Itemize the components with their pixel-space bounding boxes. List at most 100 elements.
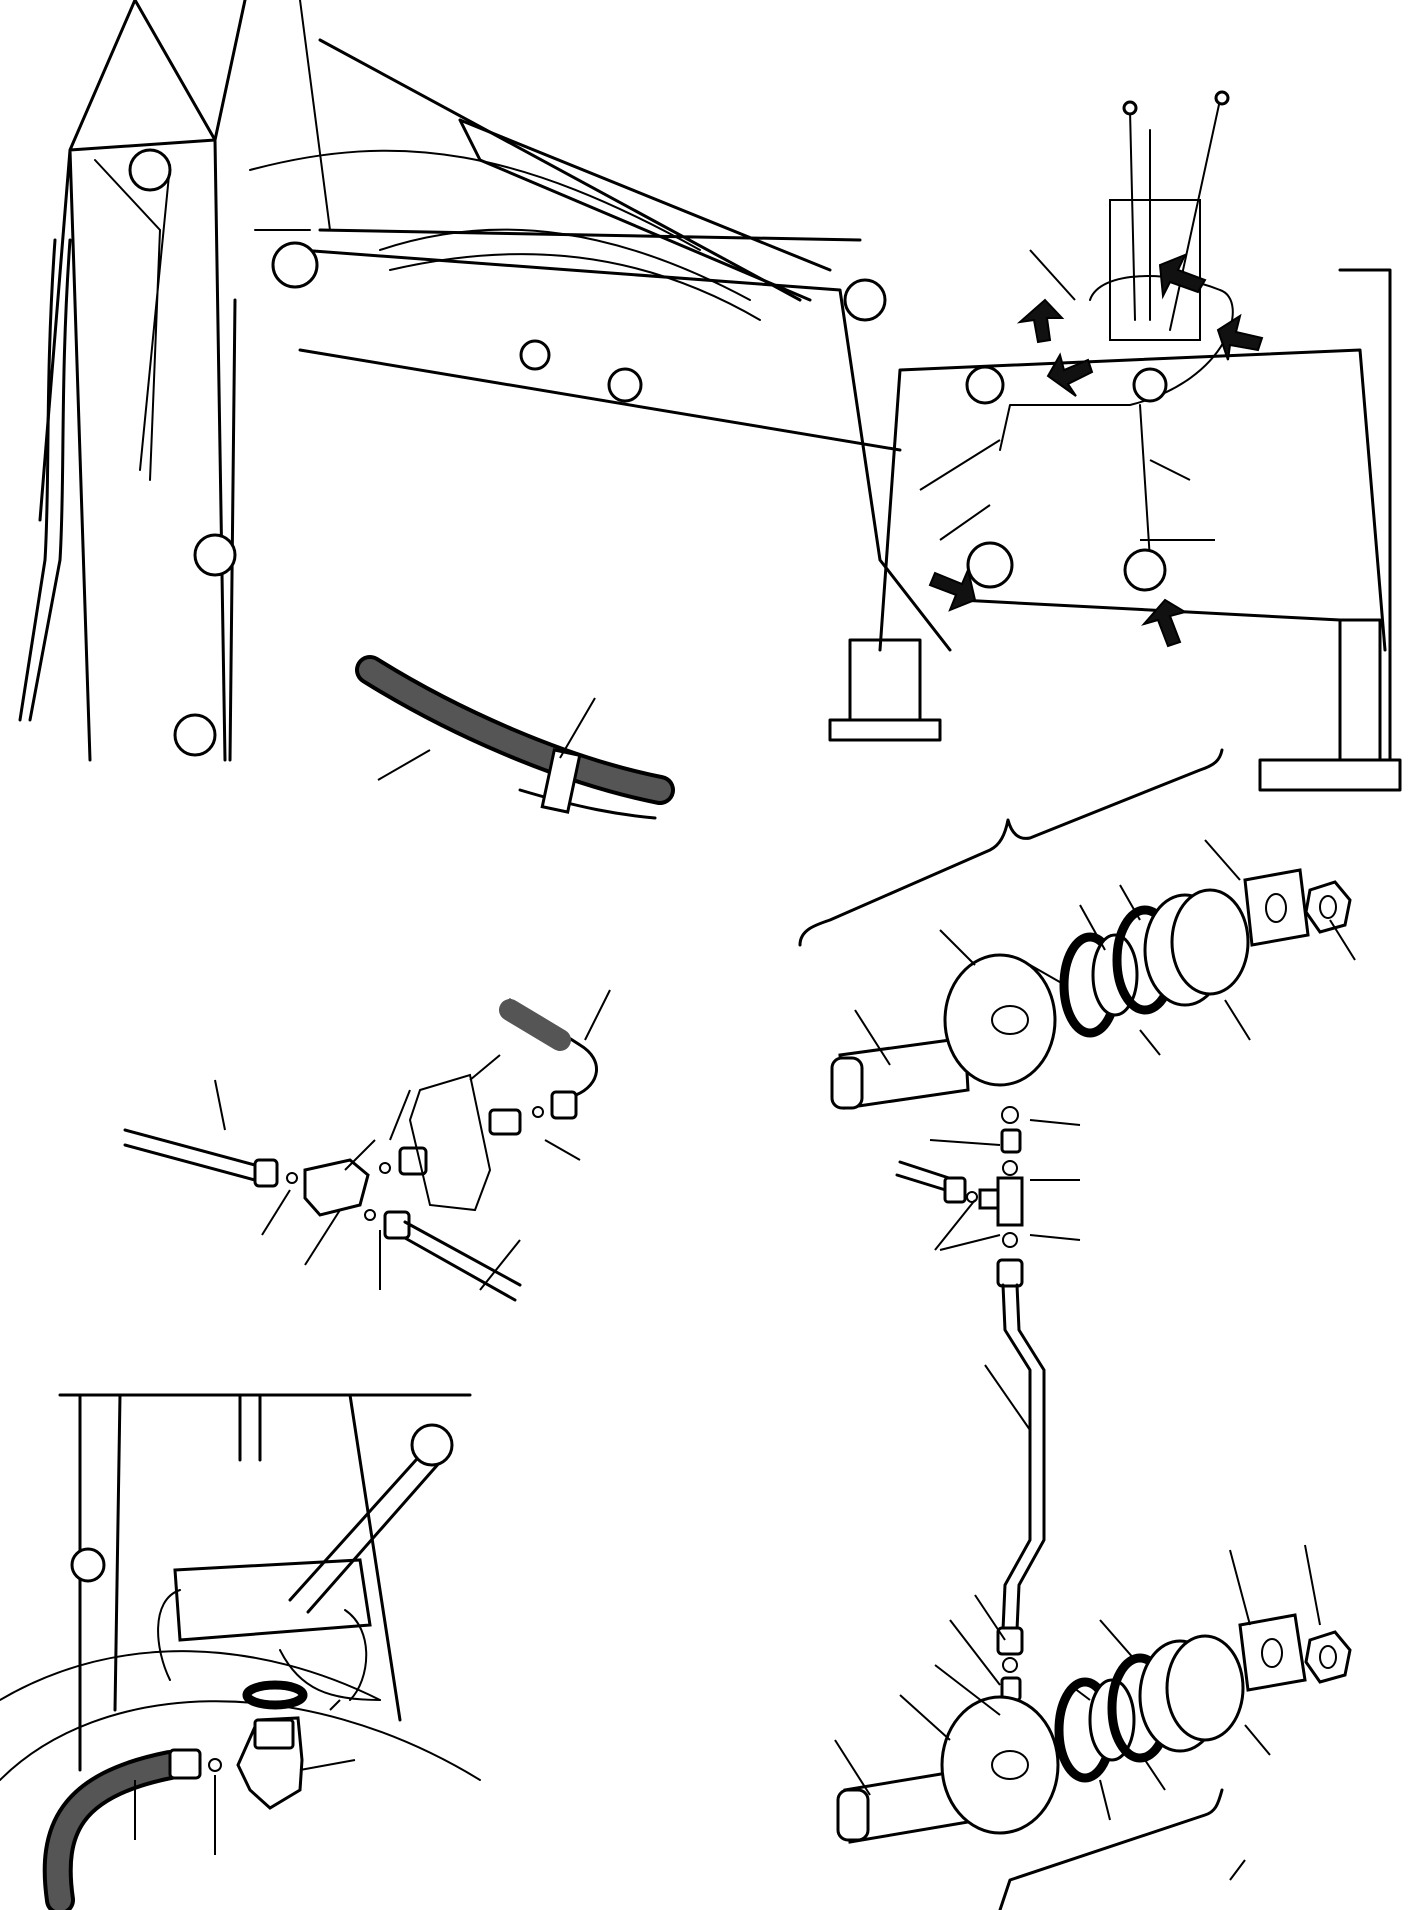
- pin-head: [830, 1056, 864, 1110]
- boom-inner-lines: [94, 0, 331, 481]
- callout-leader: [919, 249, 1215, 541]
- left-hose-pair: [18, 238, 72, 722]
- overall-view: [18, 0, 1402, 792]
- lock-nut: [1304, 880, 1352, 934]
- pivot-bushing: [965, 365, 1005, 405]
- nut: [253, 1158, 279, 1188]
- spacer: [1165, 1634, 1245, 1742]
- pipe-left: [123, 1128, 257, 1182]
- adapter: [398, 1146, 428, 1176]
- bulkhead-plate: [408, 1073, 492, 1212]
- tee-fitting-view: [123, 989, 611, 1302]
- callout-leader: [834, 839, 1356, 1881]
- pipe-right: [403, 1220, 522, 1302]
- o-ring: [364, 1209, 376, 1221]
- lever-knob: [1214, 90, 1230, 106]
- boom-pin: [843, 278, 887, 322]
- hydraulic-hoses-boom: [249, 149, 761, 321]
- spacer: [1170, 888, 1250, 996]
- pointer-arrow: [1216, 313, 1264, 361]
- plate-washer-hole: [1261, 1638, 1283, 1668]
- boom-arm: [298, 38, 952, 652]
- plate-washer: [1238, 1613, 1307, 1692]
- o-ring: [1002, 1232, 1018, 1248]
- o-ring: [286, 1172, 298, 1184]
- hose-end: [499, 999, 571, 1051]
- o-ring: [1002, 1657, 1018, 1673]
- o-ring: [966, 1191, 978, 1203]
- control-levers: [1109, 99, 1221, 341]
- nut: [550, 1090, 578, 1120]
- supply-hose-inner: [46, 1754, 181, 1910]
- elbow-hose: [508, 998, 599, 1097]
- boom-pin: [173, 713, 217, 757]
- nut: [383, 1210, 411, 1240]
- plate-washer: [1243, 868, 1310, 947]
- pipe-nut: [943, 1176, 967, 1204]
- callout-leader: [377, 697, 596, 781]
- control-lever: [288, 1448, 442, 1614]
- tee-body: [303, 1158, 370, 1217]
- o-ring: [379, 1162, 391, 1174]
- lock-nut-bore: [1319, 1645, 1337, 1669]
- grease-line: [999, 275, 1234, 561]
- grease-nipple: [1000, 1128, 1022, 1154]
- assembly-bracket: [998, 1788, 1224, 1910]
- pivot-bushing: [966, 541, 1014, 589]
- stabilizer-leg-left: [828, 638, 942, 742]
- pipe-nut: [996, 1258, 1024, 1288]
- control-valve-view: [0, 1393, 481, 1910]
- plate-washer-hole: [1265, 893, 1287, 923]
- second-hose: [518, 788, 657, 820]
- valve-hoses: [157, 1589, 381, 1701]
- lever-knob: [1122, 100, 1138, 116]
- pointer-arrow: [1158, 253, 1207, 300]
- pivot-bushing: [1132, 367, 1168, 403]
- adapter: [488, 1108, 522, 1136]
- adapter: [253, 1718, 295, 1750]
- lever-knob: [410, 1423, 454, 1467]
- pin-head: [836, 1788, 870, 1842]
- valve-housing: [0, 1650, 481, 1781]
- lock-nut-bore: [1319, 895, 1337, 919]
- grease-pipe: [1001, 1283, 1046, 1632]
- grease-pipe-stub: [895, 1160, 957, 1194]
- pivot-bushing: [1123, 548, 1167, 592]
- pin-boss-face: [991, 1005, 1029, 1035]
- pin-boss: [940, 1695, 1060, 1835]
- hydraulic-cylinder: [458, 118, 832, 302]
- assembly-bracket: [798, 748, 1224, 947]
- boom-pin: [607, 367, 643, 403]
- stabilizer-leg-right: [1258, 618, 1402, 792]
- control-valve-block: [173, 1558, 372, 1642]
- hose-clamp: [540, 748, 582, 814]
- o-ring: [208, 1758, 222, 1772]
- o-ring: [242, 1680, 308, 1710]
- hose-clamp-view: [355, 655, 675, 820]
- pointer-arrow: [1141, 598, 1188, 648]
- boom-pin: [271, 241, 319, 289]
- o-ring: [1002, 1160, 1018, 1176]
- tee-connector: [978, 1176, 1024, 1227]
- pointer-arrow: [1016, 298, 1065, 344]
- lock-nut: [1304, 1630, 1352, 1684]
- hose-fitting: [168, 1748, 202, 1780]
- swing-frame: [878, 268, 1392, 762]
- callout-leader: [134, 1699, 356, 1855]
- pin-boss: [943, 953, 1057, 1087]
- pointer-arrow: [928, 566, 977, 612]
- pipe-nut: [996, 1626, 1024, 1656]
- pin-boss-face: [991, 1750, 1029, 1780]
- frame-bolt: [70, 1547, 106, 1583]
- callout-leader: [214, 989, 611, 1291]
- pivot-pin-view: [798, 748, 1356, 1910]
- hose-bundle-inner: [359, 659, 671, 801]
- boom-pin: [193, 533, 237, 577]
- boom-pin: [128, 148, 172, 192]
- pointer-arrow: [1046, 352, 1094, 397]
- boom-outline: [38, 0, 247, 762]
- o-ring: [532, 1106, 544, 1118]
- valve-frame: [58, 1393, 472, 1772]
- boom-pin: [519, 339, 551, 371]
